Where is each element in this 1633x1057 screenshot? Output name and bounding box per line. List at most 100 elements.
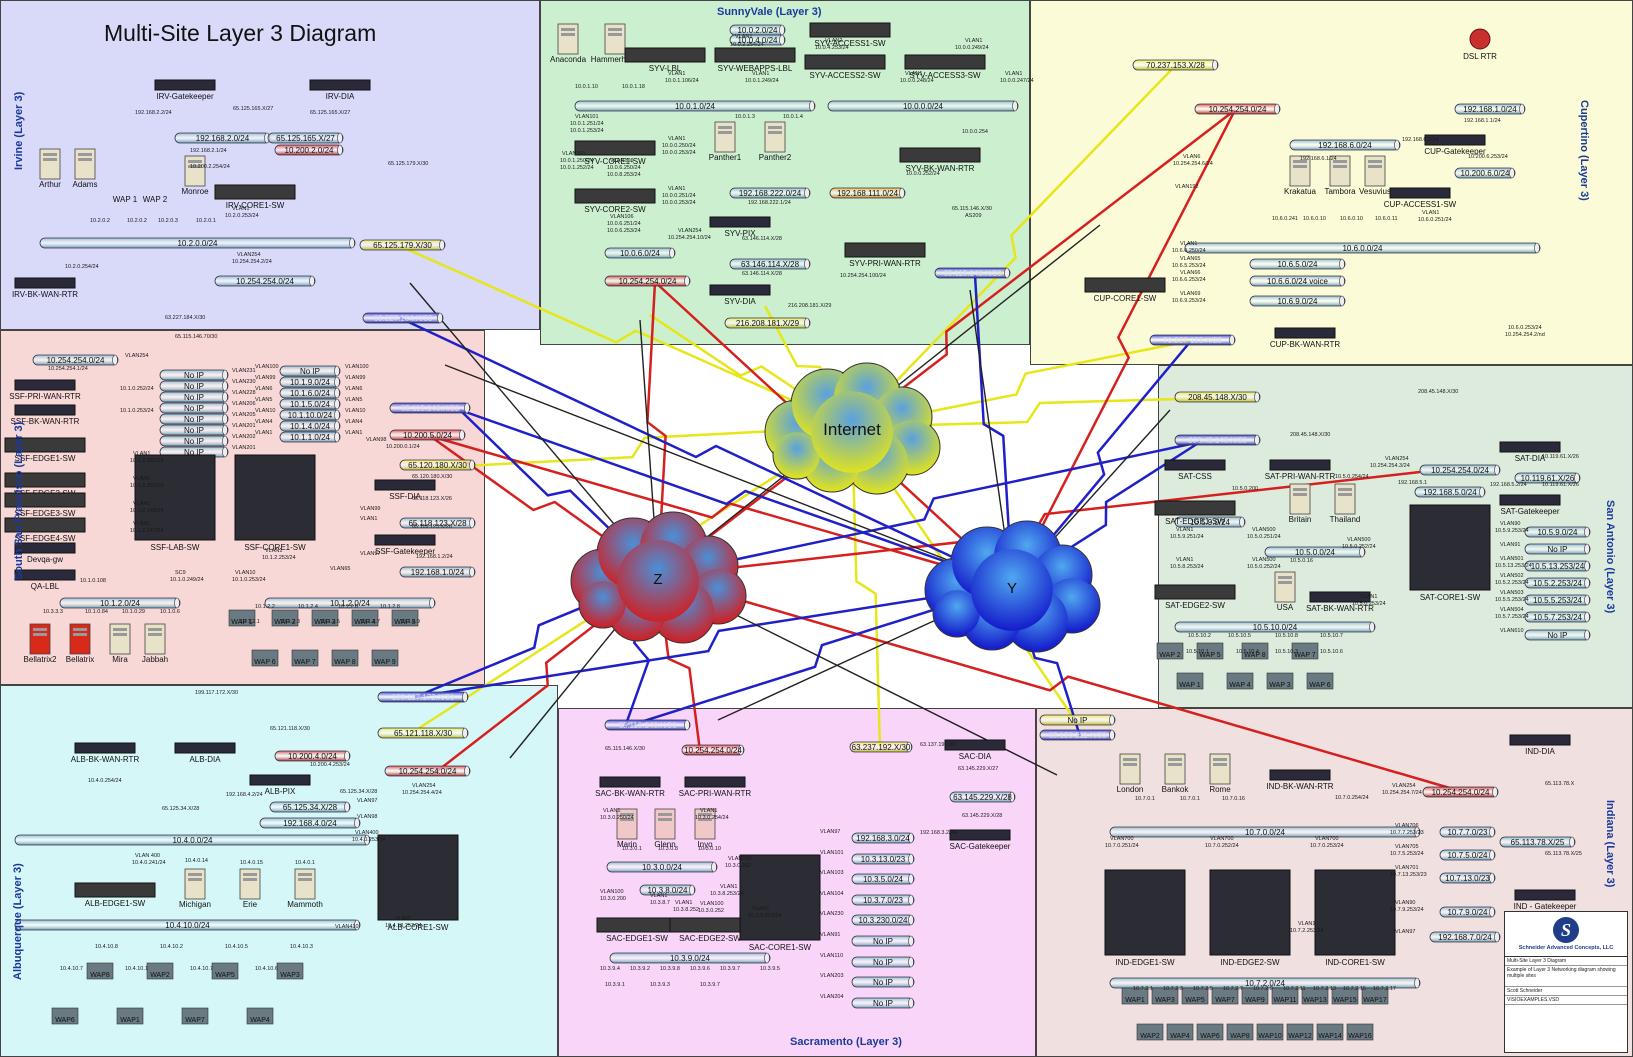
wap-icon: [1271, 987, 1299, 1005]
subnet-label: 10.6.0.0/24: [1342, 244, 1383, 253]
ip-label: VLAN91: [1500, 542, 1521, 548]
device-chassis: IND-CORE1-SW: [1314, 869, 1396, 967]
device-label: IRV-CORE1-SW: [226, 201, 285, 210]
subnet-pipe-end: [334, 365, 340, 377]
ip-label: VLAN1: [133, 521, 150, 527]
device-label: IND - Gatekeeper: [1514, 902, 1577, 911]
wap-label: WAP9: [1245, 997, 1265, 1004]
server-bay: [1293, 160, 1307, 163]
device-label: SSF-EDGE4-SW: [15, 534, 76, 543]
subnet-label: No IP: [873, 978, 893, 987]
server-bay: [113, 633, 127, 636]
subnet-pipe-end: [334, 431, 340, 443]
subnet-pipe: [1524, 594, 1591, 606]
ip-label: 65.125.179.X/30: [388, 161, 428, 167]
ip-label: 10.4.10.8: [95, 944, 118, 950]
wap-icon: [1136, 1023, 1164, 1041]
switch-icon: [214, 184, 296, 200]
ip-label: VLAN706: [1395, 823, 1419, 829]
subnet-label: 192.168.111.0/24: [837, 189, 899, 198]
wap-access-point: WAP3: [1151, 987, 1179, 1005]
subnet-pipe-end: [334, 387, 340, 399]
ip-label: VLAN97: [357, 798, 378, 804]
subnet-pipe: [1184, 242, 1541, 254]
device-label: Mira: [112, 655, 128, 664]
device-label: Michigan: [179, 900, 211, 909]
server-bay: [718, 126, 732, 129]
ip-label: 10.2.0.2: [127, 218, 147, 224]
server-bay: [298, 878, 312, 881]
subnet-bar: 192.168.6.0/24: [1289, 139, 1401, 151]
wap-access-point: WAP11: [1271, 987, 1299, 1005]
subnet-pipe: [1039, 714, 1116, 726]
ip-label: 10.6.0.250/24: [1172, 248, 1206, 254]
server-bay: [1368, 165, 1382, 168]
subnet-bar: 192.168.1.0/24: [399, 566, 476, 578]
wap-icon: [1291, 642, 1319, 660]
device-switch: CUP-CORE1-SW: [1084, 277, 1166, 303]
device-chassis: SAC-CORE1-SW: [739, 854, 821, 952]
subnet-pipe-end: [1584, 526, 1590, 538]
subnet-pipe: [1249, 275, 1346, 287]
server-icon: [1364, 155, 1386, 187]
device-label: SSF-EDGE1-SW: [15, 454, 76, 463]
subnet-label: 10.119.61.X/26: [1521, 474, 1575, 483]
ip-label: VLAN1: [232, 206, 249, 212]
ip-label: 65.118.123.X/26: [412, 524, 452, 530]
wap-label: WAP 1: [1179, 682, 1201, 689]
ip-label: 10.0.1.106/24: [665, 78, 699, 84]
ip-label: VLAN97: [360, 551, 381, 557]
subnet-label: 63.145.229.X/28: [953, 793, 1012, 802]
subnet-pipe-end: [908, 997, 914, 1009]
subnet-bar: 10.1.2.0/24: [264, 597, 436, 609]
subnet-pipe: [1524, 560, 1591, 572]
device-label: SAT-CORE1-SW: [1420, 593, 1481, 602]
wap-icon: [1256, 1023, 1284, 1041]
subnet-bar: 10.5.0.0/24: [1264, 546, 1366, 558]
server-bay: [1333, 165, 1347, 168]
subnet-pipe-end: [1394, 139, 1400, 151]
internet-link: [399, 244, 853, 429]
server-bay: [1213, 763, 1227, 766]
router-icon: [684, 776, 746, 788]
ip-label: 10.4.0.254/24: [88, 778, 122, 784]
device-switch: IRV-CORE1-SW: [214, 184, 296, 210]
subnet-pipe: [274, 144, 344, 156]
device-label: SYV-ACCESS2-SW: [809, 71, 881, 80]
subnet-pipe: [399, 517, 476, 529]
ip-label: VLAN101: [575, 114, 599, 120]
ip-label: VLAN201: [232, 445, 256, 451]
subnet-bar: 10.5.2.253/24: [1524, 577, 1591, 589]
subnet-pipe-end: [1489, 849, 1495, 861]
ip-label: 10.0.4.253/24: [815, 45, 849, 51]
ip-label: 10.254.254.100/24: [840, 273, 886, 279]
ip-label: VLAN65: [1180, 256, 1201, 262]
server-icon: [1289, 483, 1311, 515]
company-logo: S Schneider Advanced Concepts, LLC: [1505, 912, 1627, 957]
wap-access-point: WAP1: [1121, 987, 1149, 1005]
wap-access-point: WAP13: [1301, 987, 1329, 1005]
wap-icon: [1166, 1023, 1194, 1041]
wap-access-point: WAP8: [1226, 1023, 1254, 1041]
ip-label: VLAN1: [265, 548, 282, 554]
ip-label: 10.0.0.247/24: [1000, 78, 1034, 84]
ip-label: VLAN1: [345, 430, 362, 436]
subnet-pipe: [851, 914, 915, 926]
subnet-label: 192.168.5.0/24: [1423, 488, 1477, 497]
wap-access-point: WAP 4: [1226, 672, 1254, 690]
device-label: Bankok: [1162, 785, 1190, 794]
subnet-label: 192.168.1.0/24: [1463, 105, 1517, 114]
server-bay: [43, 153, 57, 156]
ip-label: 10.6.0.10: [1303, 216, 1326, 222]
wap-access-point: WAP 2: [1156, 642, 1184, 660]
subnet-label: 10.1.6.0/24: [290, 389, 331, 398]
device-label: SAT-EDGE1-SW: [1165, 517, 1225, 526]
wap-icon: [1331, 987, 1359, 1005]
ip-label: VLAN100: [600, 889, 624, 895]
subnet-bar: 10.254.254.0/24: [1419, 464, 1501, 476]
ip-label: 10.3.0.1: [622, 846, 642, 852]
subnet-bar: 10.5.10.0/24: [1174, 621, 1376, 633]
wap-access-point: WAP14: [1316, 1023, 1344, 1041]
ip-label: SC9: [175, 570, 186, 576]
